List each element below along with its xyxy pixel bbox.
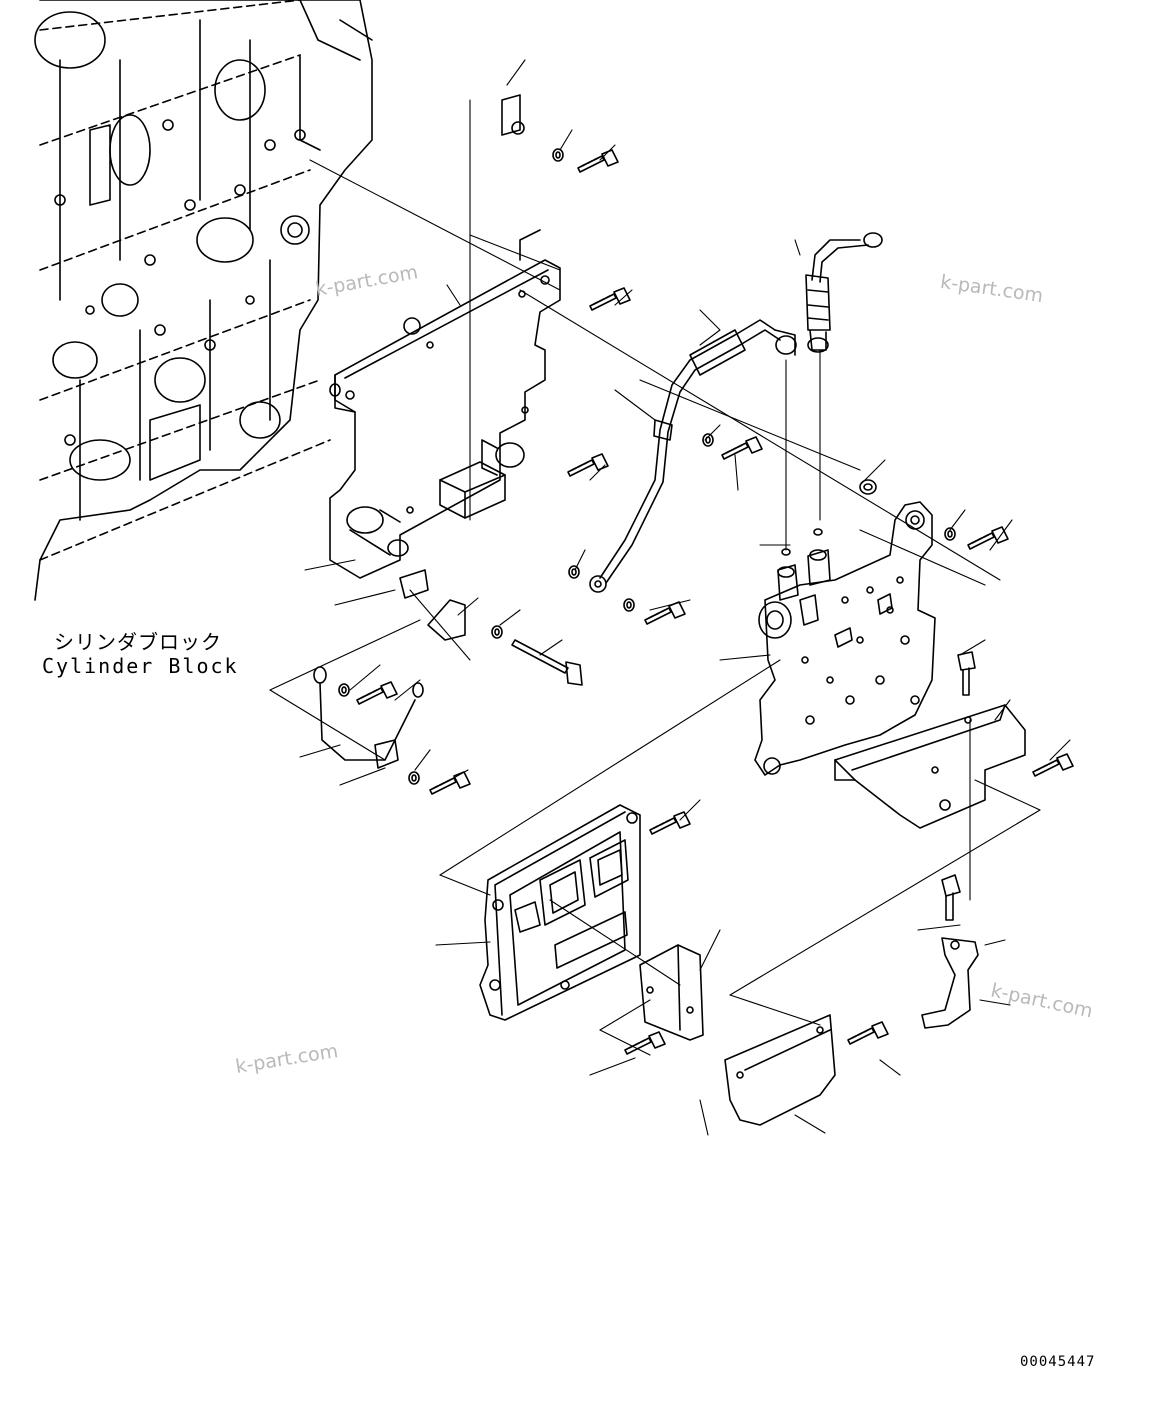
bolts-and-washers	[338, 148, 1074, 1055]
cylinder-block-label-jp: シリンダブロック	[54, 630, 222, 654]
engine-controller	[479, 804, 641, 1021]
callout-leaders	[299, 129, 1071, 1136]
drawing-number: 00045447	[1020, 1354, 1096, 1370]
mounting-bracket	[329, 229, 561, 579]
hose-assembly	[805, 232, 883, 353]
top-clip	[501, 59, 526, 136]
long-bolt	[511, 639, 583, 686]
plate-cover	[639, 944, 704, 1041]
assembly-leader-lines	[269, 99, 1041, 1056]
shield-cover	[724, 1014, 836, 1126]
stay-bracket	[921, 937, 979, 1029]
fuel-tube	[589, 319, 797, 593]
right-bracket	[834, 704, 1026, 829]
cylinder-block	[34, 0, 373, 601]
valve-block	[754, 501, 936, 776]
cylinder-block-label-en: Cylinder Block	[42, 654, 239, 678]
vertical-bolt	[941, 651, 976, 921]
ground-wire	[313, 569, 466, 769]
